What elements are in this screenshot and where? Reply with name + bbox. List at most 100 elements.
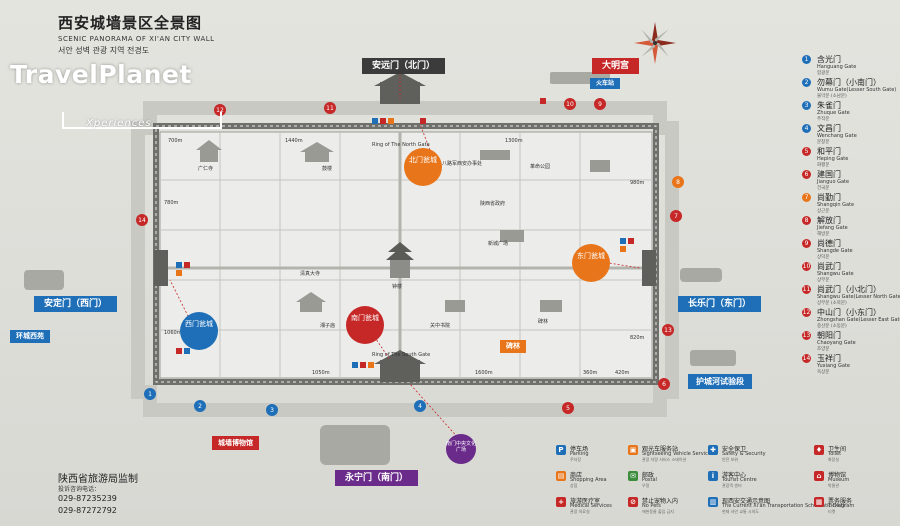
provincial-government-label: 陕西省政府 <box>480 201 506 207</box>
north-gate-name: 安远门（北门） <box>372 61 436 71</box>
legend-label-en: Tourist Centre <box>722 477 757 483</box>
gate-name-ko: 옥상문 <box>817 370 830 375</box>
gate-name-zh: 尚武门 <box>817 262 841 271</box>
gate-name-zh: 尚武门（小北门） <box>817 285 881 294</box>
north-ring-road-label: Ring of The North Gate <box>372 142 430 148</box>
legend-label-en: Parking <box>570 451 589 457</box>
svg-text:6: 6 <box>662 381 666 388</box>
east-gate-ribbon[interactable]: 长乐门（东门） <box>678 296 762 312</box>
eighth-route-army-label: 八路军西安办事处 <box>442 161 483 167</box>
gate-number-badge: 3 <box>802 101 811 110</box>
huancheng-west-park-ribbon[interactable]: 环城西苑 <box>10 330 50 343</box>
legend-label-ko: 티켓 <box>828 509 836 514</box>
daming-palace-ribbon[interactable]: 大明宫 <box>592 58 640 74</box>
complaint-label: 投诉咨询电话： <box>58 486 101 493</box>
cultural-square-marker[interactable]: 南门中央文化广场 <box>446 434 476 464</box>
gate-name-ko: 상근문 <box>817 209 830 214</box>
gate-name-ko: 상무문 <box>817 278 830 283</box>
gate-name-en: Chaoyang Gate <box>817 340 856 346</box>
east-barbican-marker[interactable]: 东门瓮城 <box>572 244 610 282</box>
railway-station-ribbon[interactable]: 火车站 <box>590 78 621 89</box>
phone-number-2: 029-87272792 <box>58 506 117 515</box>
gate-number-badge: 7 <box>802 193 811 202</box>
legend-label-zh: 现西安交通示意图 <box>722 498 771 505</box>
gate-number-badge: 12 <box>802 308 811 317</box>
legend-label-ko: 관광 의료실 <box>570 509 590 514</box>
bell-tower-label: 钟楼 <box>392 284 403 290</box>
gate-name-en: Wumu Gate(Lesser South Gate) <box>817 87 897 93</box>
shopping-icon: ▤ <box>556 471 566 481</box>
forest-of-steles-label: 碑林 <box>538 319 549 325</box>
gate-name-en: Jianguo Gate <box>817 179 850 185</box>
drum-tower-label: 鼓楼 <box>322 166 333 172</box>
svg-text:2: 2 <box>198 403 202 410</box>
gate-name-en: Shangde Gate <box>817 248 853 254</box>
gate-name-zh: 朝阳门 <box>817 331 841 340</box>
south-barbican-marker[interactable]: 南门瓮城 <box>346 306 384 344</box>
distance-label: 700m <box>168 138 183 144</box>
gate-number-badge: 8 <box>802 216 811 225</box>
gate-name-zh: 尚德门 <box>817 239 841 248</box>
moat-section-ribbon[interactable]: 护城河试验段 <box>688 374 752 389</box>
north-gate-ribbon[interactable]: 安远门（北门） <box>362 58 446 74</box>
distance-label: 980m <box>630 180 645 186</box>
legend-label-zh: 旅游医疗室 <box>570 498 601 505</box>
distance-label: 420m <box>615 370 630 376</box>
gate-name-ko: 주작문 <box>817 117 830 122</box>
cultural-square-name: 南门中央文化广场 <box>446 441 477 453</box>
south-gate-ribbon[interactable]: 永宁门（南门） <box>335 470 419 486</box>
guangren-monastery-label: 广仁寺 <box>198 166 214 172</box>
gate-name-ko: 중산문 (소동문) <box>817 324 847 329</box>
security-icon: ✚ <box>708 445 718 455</box>
legend-label-zh: 游客中心 <box>722 472 747 479</box>
north-barbican-marker[interactable]: 北门瓮城 <box>404 148 442 186</box>
gate-name-zh: 中山门（小东门） <box>817 308 881 317</box>
svg-text:9: 9 <box>598 101 602 108</box>
legend-label-ko: 우정 <box>642 483 650 488</box>
map-title-korean: 서안 성벽 관광 지역 전경도 <box>58 46 150 55</box>
gate-name-zh: 文昌门 <box>817 124 841 133</box>
city-wall-museum-ribbon[interactable]: 城墙博物馆 <box>212 436 259 450</box>
legend-label-ko: 관광객 센터 <box>722 483 742 488</box>
railway-station-name: 火车站 <box>596 80 615 87</box>
supervisor-label: 陕西省旅游局监制 <box>58 474 138 485</box>
gate-number-badge: 9 <box>802 239 811 248</box>
legend-label-ko: 주차장 <box>570 457 582 462</box>
map-title: 西安城墙景区全景图 <box>58 14 203 32</box>
legend-label-en: The Current Xi'an Transportation Schemat… <box>722 503 855 509</box>
parking-icon: P <box>556 445 566 455</box>
svg-text:8: 8 <box>676 179 680 186</box>
west-barbican-marker[interactable]: 西门瓮城 <box>180 312 218 350</box>
legend-label-zh: 停车场 <box>570 446 589 453</box>
west-gate-ribbon[interactable]: 安定门（西门） <box>34 296 118 312</box>
svg-text:1: 1 <box>148 391 152 398</box>
legend-label-zh: 票务服务 <box>828 498 853 505</box>
watermark-frame <box>62 112 222 129</box>
transport-map-icon: ▥ <box>708 497 718 507</box>
legend-label-ko: 애완동물 출입 금지 <box>642 509 674 514</box>
gate-name-zh: 朱雀门 <box>817 101 841 110</box>
legend-label-en: Medical Services <box>570 503 612 509</box>
watermark-tagline: Xperiences <box>86 118 152 129</box>
gate-number-badge: 10 <box>802 262 811 271</box>
svg-text:4: 4 <box>418 403 422 410</box>
medical-icon: + <box>556 497 566 507</box>
west-barbican-name: 西门瓮城 <box>185 320 213 328</box>
legend-label-zh: 卫生间 <box>828 446 847 453</box>
postal-icon: ✉ <box>628 471 638 481</box>
gate-number-badge: 14 <box>802 354 811 363</box>
gate-number-badge: 4 <box>802 124 811 133</box>
tickets-icon: ▦ <box>814 497 824 507</box>
svg-text:7: 7 <box>674 213 678 220</box>
forest-of-steles-ribbon[interactable]: 碑林 <box>500 340 526 353</box>
compass-rose-icon <box>634 22 676 64</box>
gate-number-badge: 11 <box>802 285 811 294</box>
